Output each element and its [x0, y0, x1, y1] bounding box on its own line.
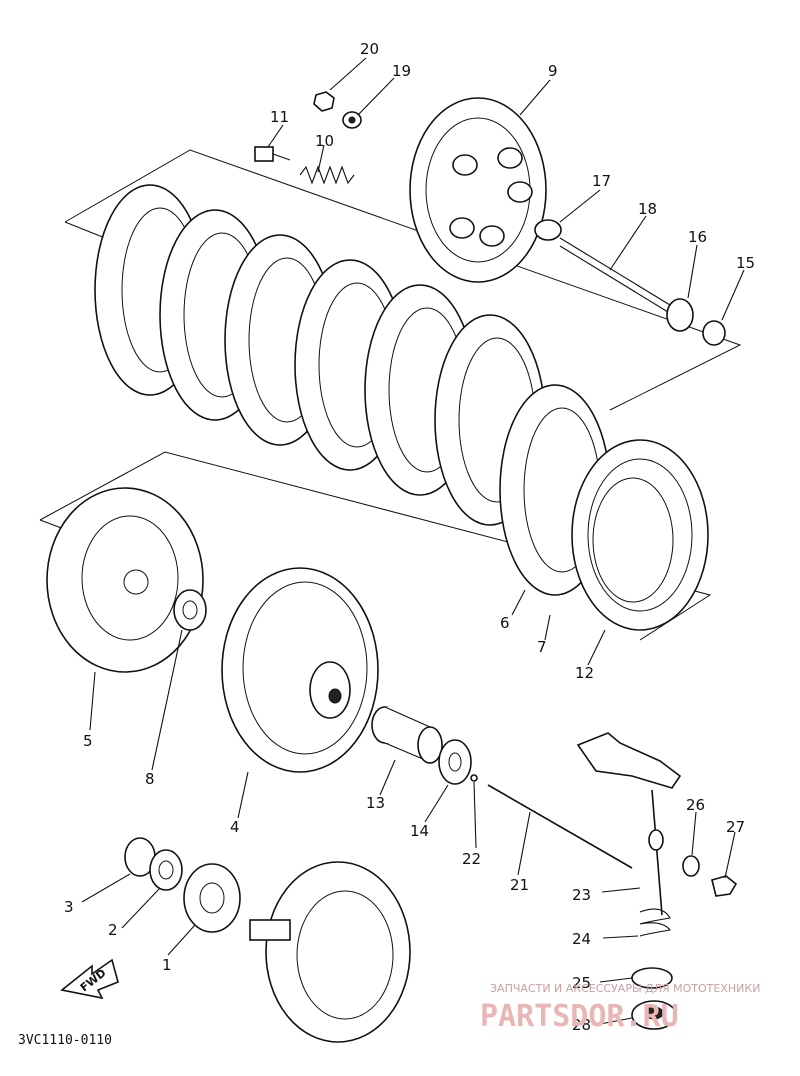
callout-22: 22 [462, 850, 481, 868]
drawing-code: 3VC1110-0110 [18, 1033, 112, 1048]
callout-17: 17 [592, 172, 611, 190]
callout-27: 27 [726, 818, 745, 836]
clutch-housing [46, 487, 204, 673]
callout-13: 13 [366, 794, 385, 812]
pressure-plate [409, 97, 547, 283]
release-bolt [534, 219, 726, 346]
watermark: ЗАПЧАСТИ И АКСЕССУАРЫ ДЛЯ МОТОТЕХНИКИ PA… [480, 982, 760, 1034]
watermark-tagline: ЗАПЧАСТИ И АКСЕССУАРЫ ДЛЯ МОТОТЕХНИКИ [490, 982, 760, 995]
leader-lines [81, 57, 745, 1025]
callout-15: 15 [736, 254, 755, 272]
thrust-washer [173, 589, 207, 631]
callout-labels: 1 2 3 4 5 6 7 8 9 10 11 12 13 14 15 16 1… [64, 40, 755, 1034]
clutch-boss [571, 439, 709, 631]
clutch-plates [94, 184, 611, 596]
callout-4: 4 [230, 818, 240, 836]
callout-20: 20 [360, 40, 379, 58]
callout-8: 8 [145, 770, 155, 788]
forward-direction-arrow: FWD [60, 958, 119, 1000]
callout-1: 1 [162, 956, 172, 974]
callout-6: 6 [500, 614, 510, 632]
callout-3: 3 [64, 898, 74, 916]
callout-14: 14 [410, 822, 429, 840]
watermark-brand: PARTSDOR.RU [480, 999, 679, 1034]
spring-and-bolt [254, 91, 362, 185]
callout-19: 19 [392, 62, 411, 80]
push-rod [487, 784, 633, 869]
callout-10: 10 [315, 132, 334, 150]
callout-21: 21 [510, 876, 529, 894]
callout-24: 24 [572, 930, 591, 948]
callout-9: 9 [548, 62, 558, 80]
crank-balancer [249, 861, 411, 1043]
callout-2: 2 [108, 921, 118, 939]
clutch-release-lever [576, 732, 738, 1030]
callout-23: 23 [572, 886, 591, 904]
callout-11: 11 [270, 108, 289, 126]
spacer-and-washer [371, 706, 478, 785]
primary-drive-gear-group [124, 837, 241, 933]
callout-25: 25 [572, 974, 591, 992]
callout-5: 5 [83, 732, 93, 750]
callout-16: 16 [688, 228, 707, 246]
callout-28: 28 [572, 1016, 591, 1034]
callout-26: 26 [686, 796, 705, 814]
callout-7: 7 [537, 638, 547, 656]
callout-18: 18 [638, 200, 657, 218]
primary-driven-gear [221, 567, 379, 773]
callout-12: 12 [575, 664, 594, 682]
